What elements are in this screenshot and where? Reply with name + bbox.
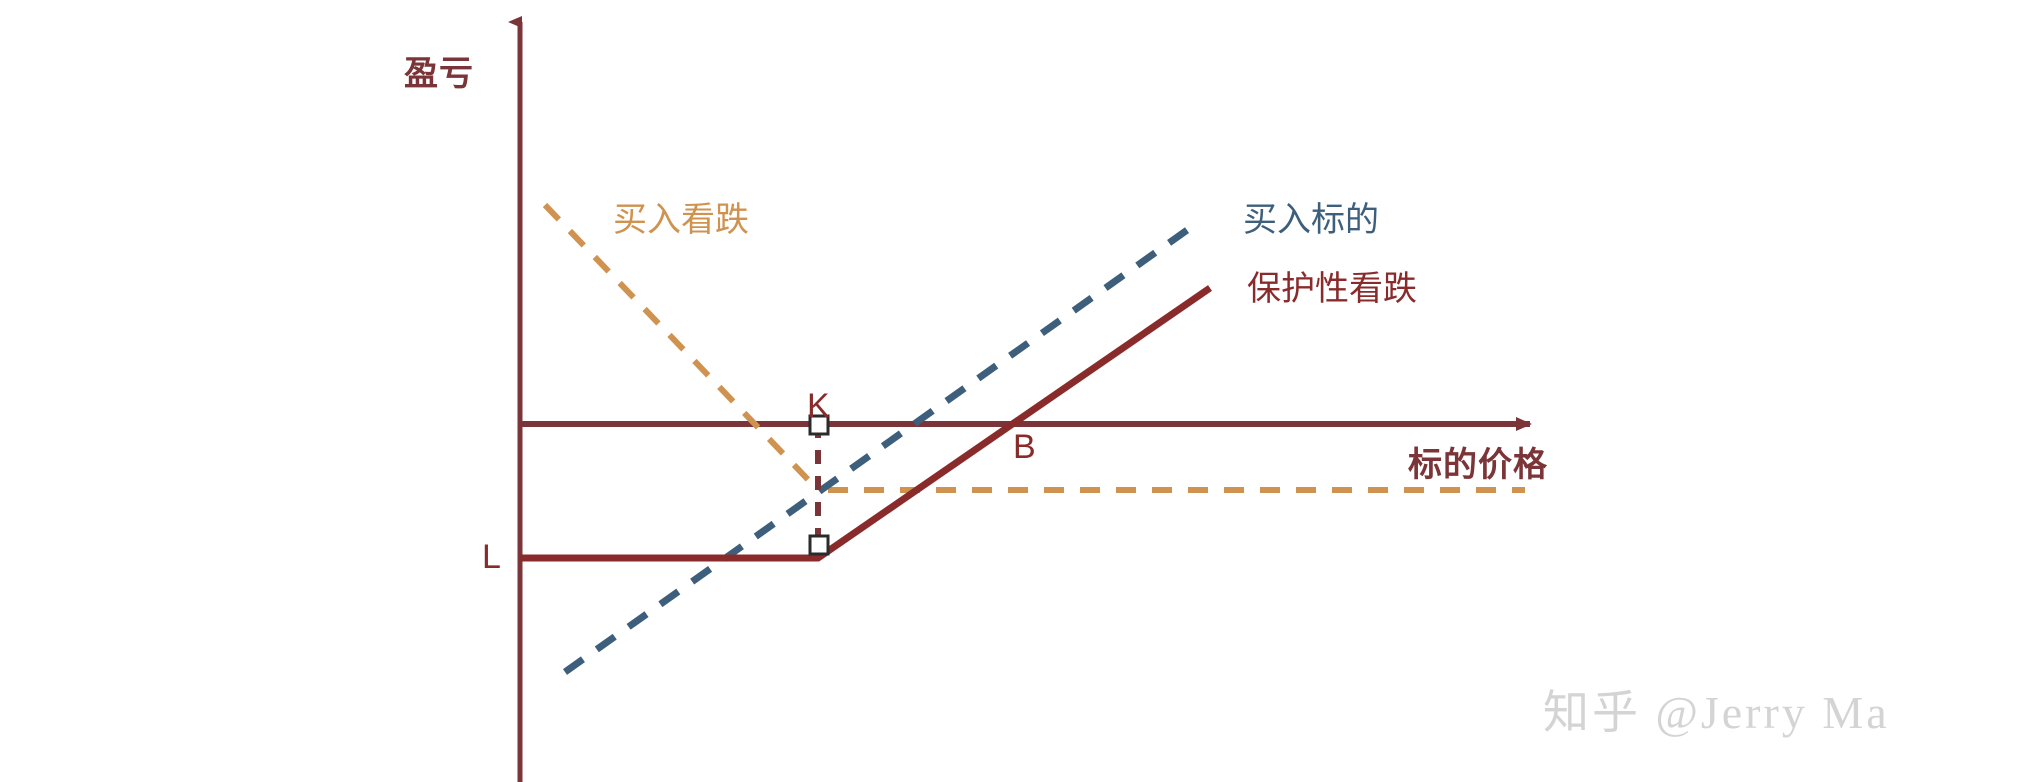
point-label-k: K bbox=[807, 387, 830, 425]
marker-square-l bbox=[808, 534, 830, 556]
x-axis-label: 标的价格 bbox=[1408, 446, 1548, 484]
series-label-protective-put: 保护性看跌 bbox=[1247, 270, 1417, 308]
series-buy-put-slope bbox=[542, 202, 821, 493]
series-buy-underlying bbox=[562, 225, 1193, 675]
series-protective-put bbox=[520, 285, 1212, 562]
watermark-text: 知乎 @Jerry Ma bbox=[1543, 687, 1890, 738]
series-label-buy-put: 买入看跌 bbox=[613, 201, 749, 239]
point-label-b: B bbox=[1013, 428, 1036, 466]
y-axis-label: 盈亏 bbox=[404, 55, 474, 93]
series-label-buy-underlying: 买入标的 bbox=[1243, 201, 1379, 239]
point-label-l: L bbox=[482, 538, 501, 576]
marker-square-k bbox=[808, 414, 830, 436]
